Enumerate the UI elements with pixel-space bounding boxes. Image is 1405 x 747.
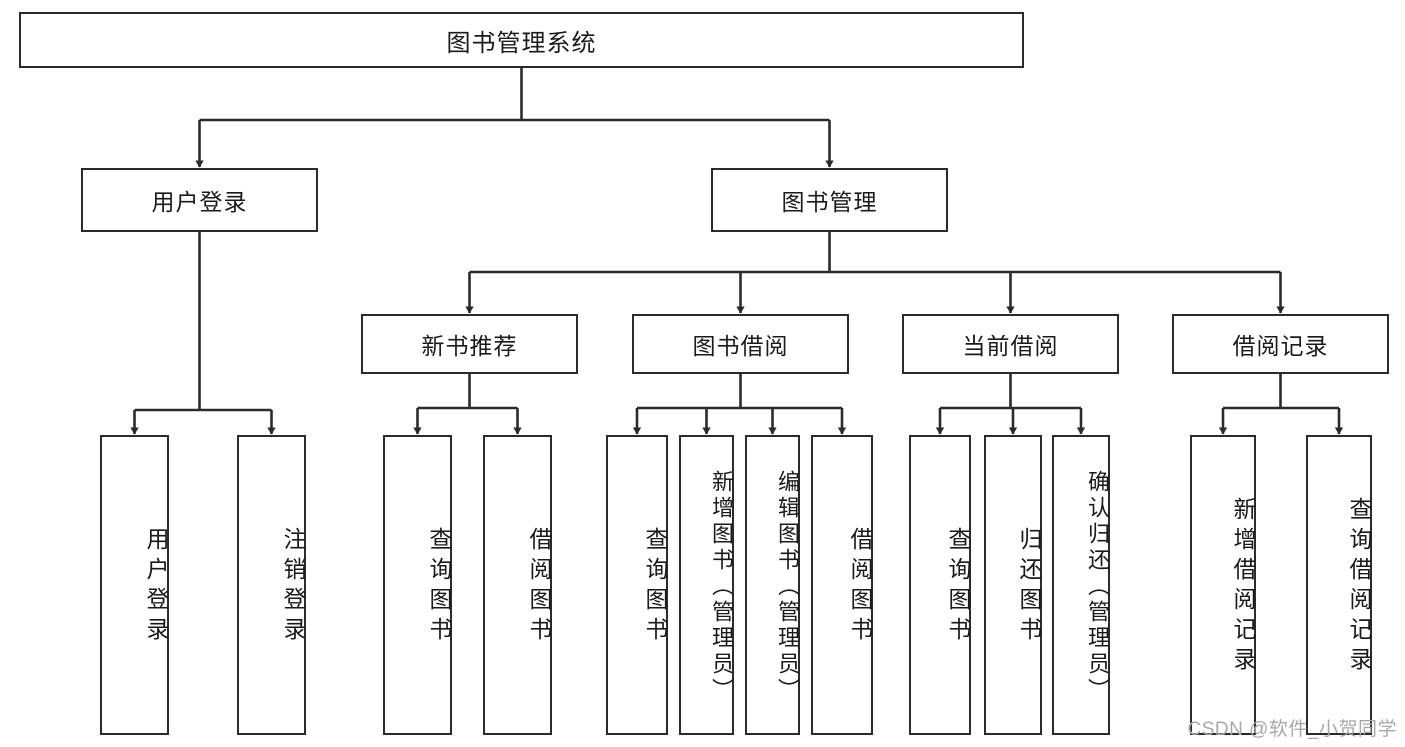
node-label: 查询借阅记录 [1346,497,1372,677]
node-leaf-query-borrow-record[interactable]: 查询借阅记录 [1306,435,1372,735]
node-label: 图书管理 [781,189,878,215]
node-label: 注销登录 [280,527,306,647]
node-label: 新书推荐 [421,333,518,359]
node-leaf-add-book-admin[interactable]: 新增图书（管理员） [679,435,734,735]
node-label: 图书管理系统 [446,29,597,57]
node-new-book-recommend[interactable]: 新书推荐 [361,314,578,374]
node-label: 借阅记录 [1232,333,1329,359]
node-user-login[interactable]: 用户登录 [81,168,318,232]
node-label: 查询图书 [642,527,668,647]
node-leaf-confirm-return-admin[interactable]: 确认归还（管理员） [1052,435,1110,735]
csdn-watermark: CSDN @软件_小贺同学 [1187,719,1397,740]
node-label: 借阅图书 [526,527,552,647]
node-leaf-query-book-current[interactable]: 查询图书 [909,435,971,735]
node-leaf-user-login[interactable]: 用户登录 [100,435,169,735]
node-label: 图书借阅 [692,333,789,359]
node-leaf-edit-book-admin[interactable]: 编辑图书（管理员） [745,435,800,735]
node-label: 归还图书 [1016,527,1042,647]
node-label: 借阅图书 [847,527,873,647]
node-label: 查询图书 [426,527,452,647]
node-label: 确认归还（管理员） [1085,470,1110,704]
node-current-borrow[interactable]: 当前借阅 [902,314,1119,374]
node-label: 用户登录 [143,527,169,647]
node-leaf-borrow-book-recommend[interactable]: 借阅图书 [483,435,552,735]
node-label: 用户登录 [151,189,248,215]
node-book-management[interactable]: 图书管理 [711,168,948,232]
node-label: 新增借阅记录 [1230,497,1256,677]
node-leaf-return-book[interactable]: 归还图书 [984,435,1042,735]
node-leaf-logout[interactable]: 注销登录 [237,435,306,735]
node-label: 编辑图书（管理员） [775,470,800,704]
node-label: 当前借阅 [962,333,1059,359]
node-label: 查询图书 [945,527,971,647]
node-label: 新增图书（管理员） [709,470,734,704]
node-leaf-query-book-recommend[interactable]: 查询图书 [383,435,452,735]
node-leaf-borrow-book[interactable]: 借阅图书 [811,435,873,735]
node-book-borrow[interactable]: 图书借阅 [632,314,849,374]
node-root-book-management-system[interactable]: 图书管理系统 [19,12,1024,68]
node-leaf-query-book-borrow[interactable]: 查询图书 [606,435,668,735]
node-borrow-record[interactable]: 借阅记录 [1172,314,1389,374]
node-leaf-add-borrow-record[interactable]: 新增借阅记录 [1190,435,1256,735]
